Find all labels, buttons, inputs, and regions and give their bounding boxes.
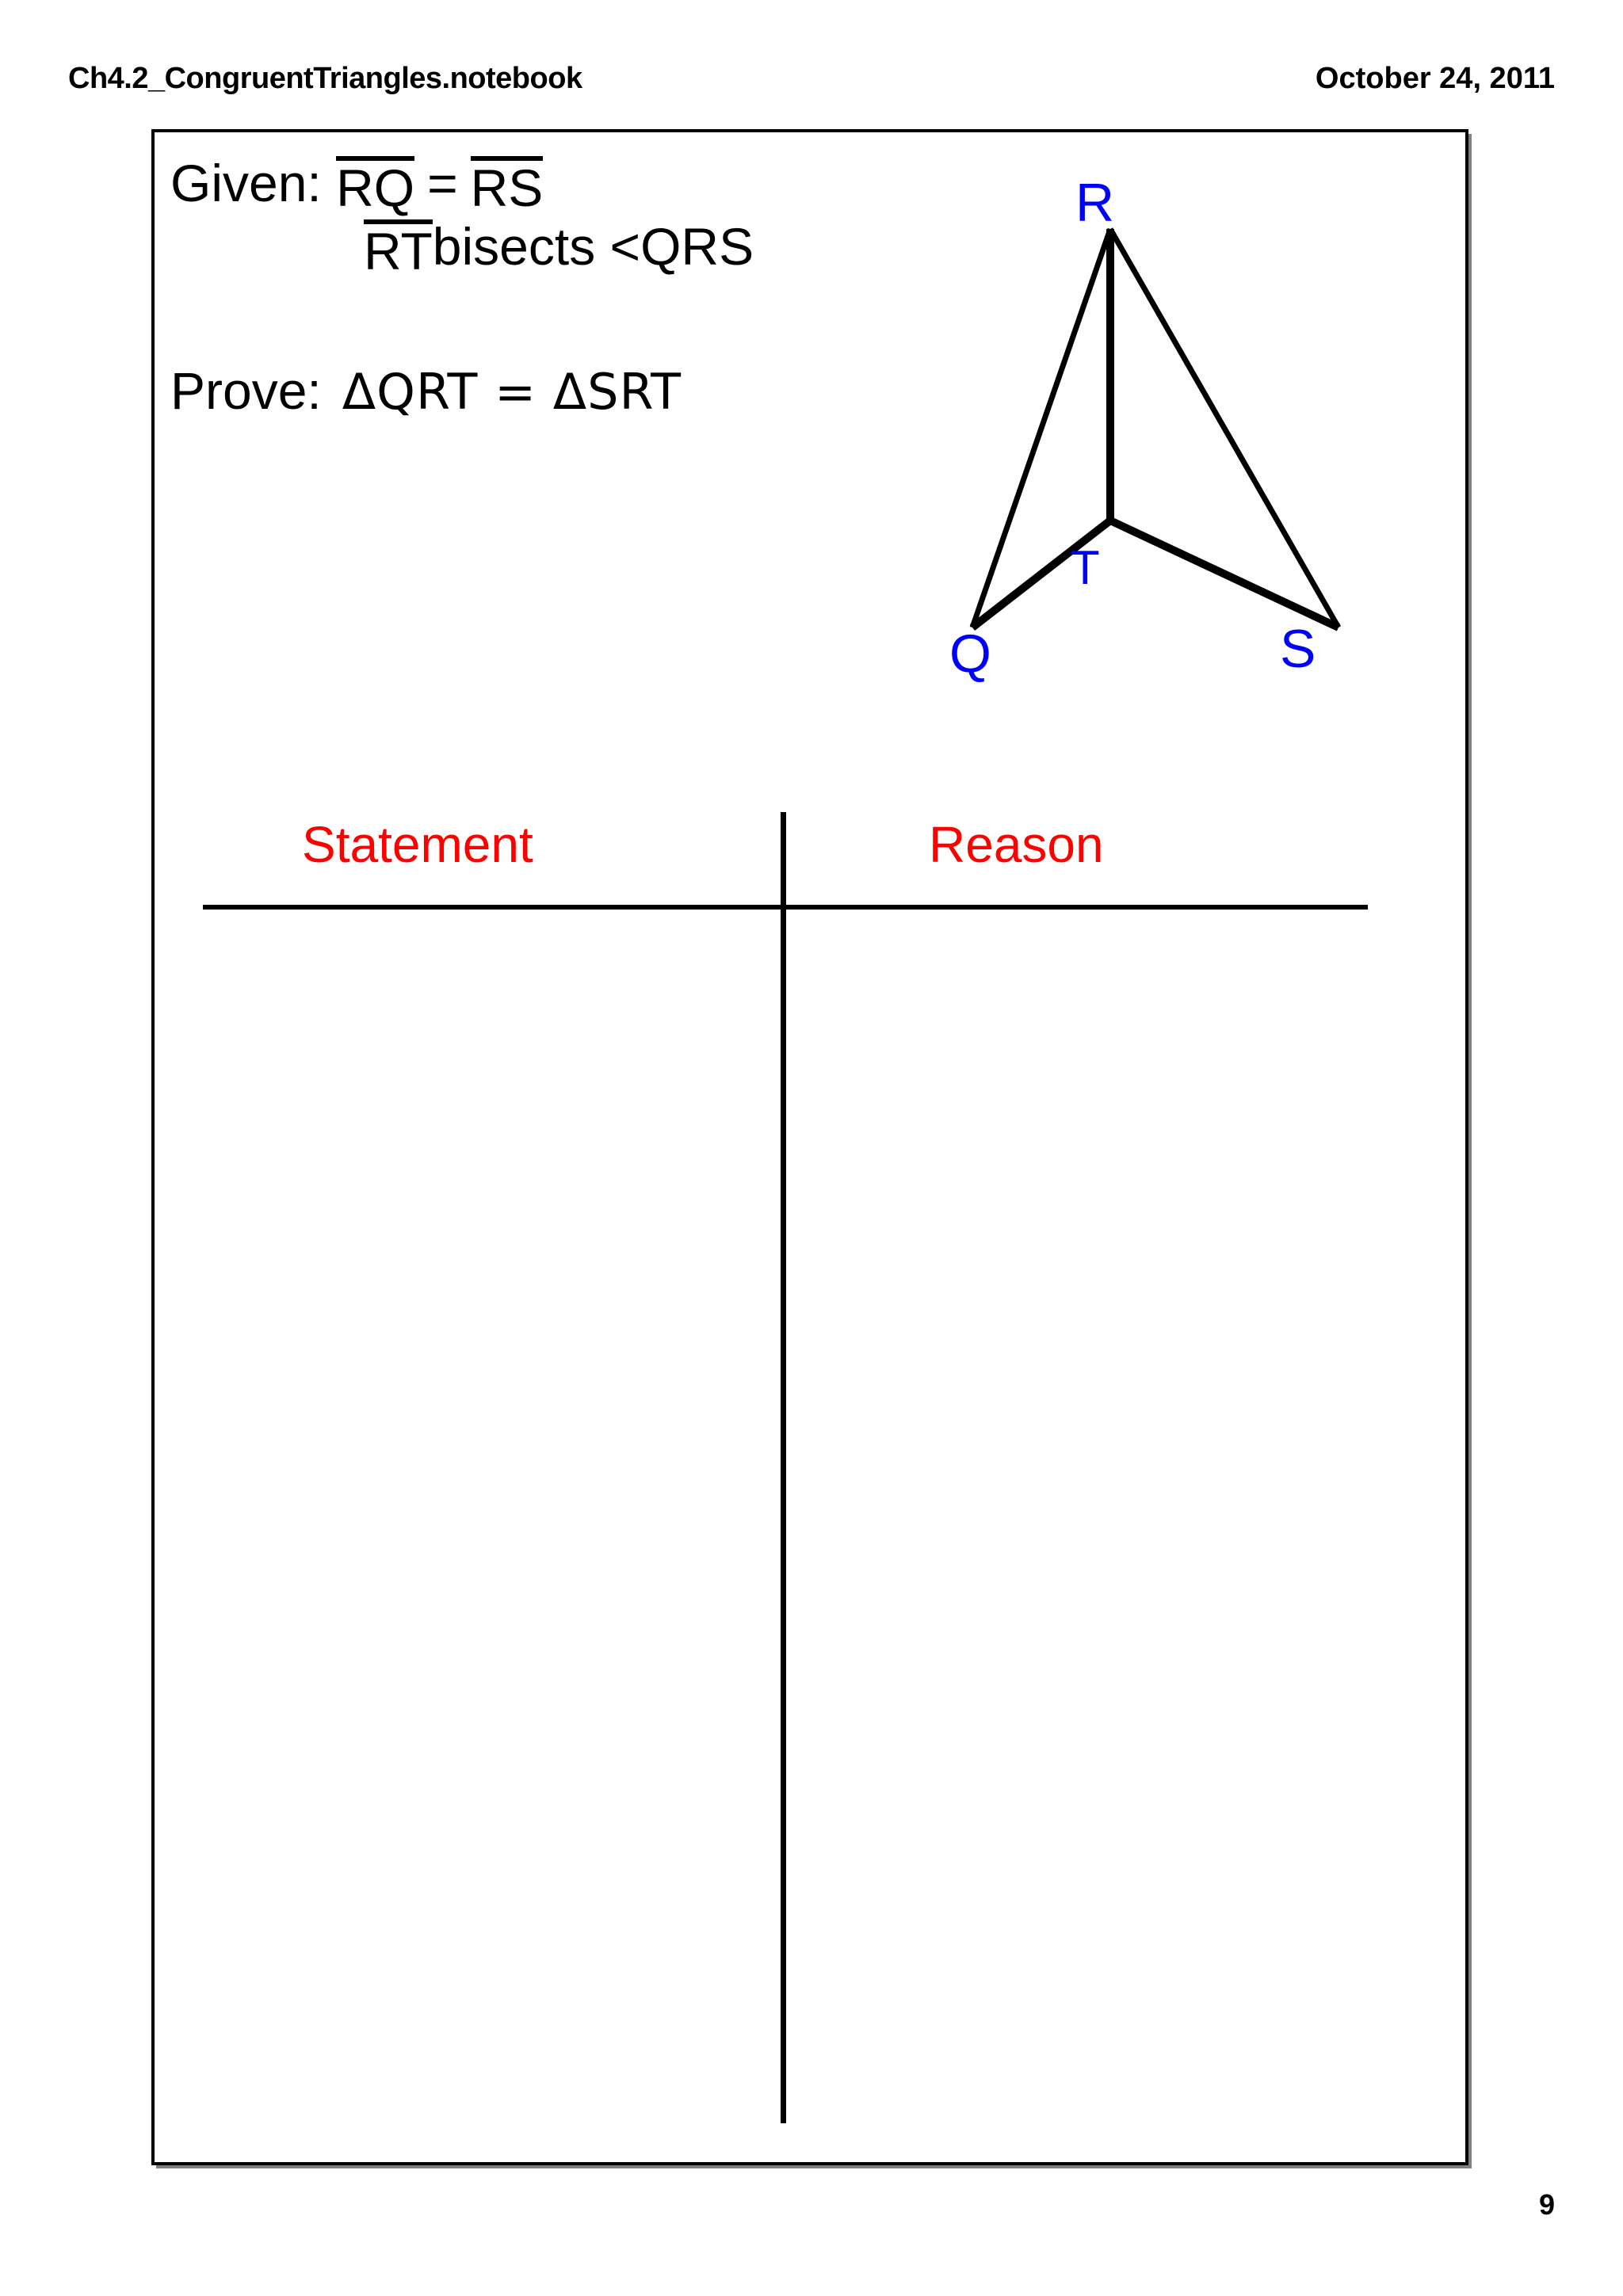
- line-rs: [1107, 227, 1342, 629]
- slide-frame: Given: RQ=RS RT bisects <QRS Prove:ΔQRT …: [151, 129, 1468, 2165]
- triangle-diagram: R T Q S: [757, 164, 1454, 734]
- page-number: 9: [1538, 2188, 1555, 2221]
- given-label: Given:: [170, 154, 322, 212]
- page-header: Ch4.2_CongruentTriangles.notebook Octobe…: [0, 62, 1623, 103]
- vertex-label-t: T: [1071, 541, 1100, 594]
- bisects-text: bisects <QRS: [432, 217, 754, 276]
- given-prove-block: Given: RQ=RS RT bisects <QRS Prove: ΔQRT …: [170, 154, 884, 437]
- vertex-label-s: S: [1280, 619, 1316, 679]
- line-qt: [969, 517, 1113, 631]
- prove-line: Prove: ΔQRT = ΔSRT: [170, 360, 884, 437]
- table-column-divider: [781, 812, 786, 2123]
- document-date: October 24, 2011: [1315, 62, 1555, 95]
- two-column-proof-table: Statement Reason: [155, 132, 1465, 2162]
- triangle-diagram-svg: [969, 227, 1342, 631]
- prove-label: Prove:: [170, 361, 322, 420]
- line-ts: [1108, 517, 1341, 631]
- segment-rq: RQ: [336, 156, 415, 214]
- segment-rs: RS: [470, 156, 544, 214]
- vertex-label-r: R: [1075, 173, 1115, 233]
- given-line-2: RT bisects <QRS: [170, 219, 884, 292]
- vertex-label-q: Q: [949, 624, 991, 684]
- given-line-1: Given: RQ=RS: [170, 154, 884, 219]
- prove-expression: ΔQRT = ΔSRT: [342, 363, 682, 421]
- line-rq: [969, 227, 1113, 629]
- column-header-reason: Reason: [929, 816, 1104, 873]
- segment-rt: RT: [364, 219, 433, 277]
- column-header-statement: Statement: [302, 816, 533, 873]
- equals-sign-given: =: [427, 154, 458, 212]
- document-title: Ch4.2_CongruentTriangles.notebook: [68, 62, 582, 95]
